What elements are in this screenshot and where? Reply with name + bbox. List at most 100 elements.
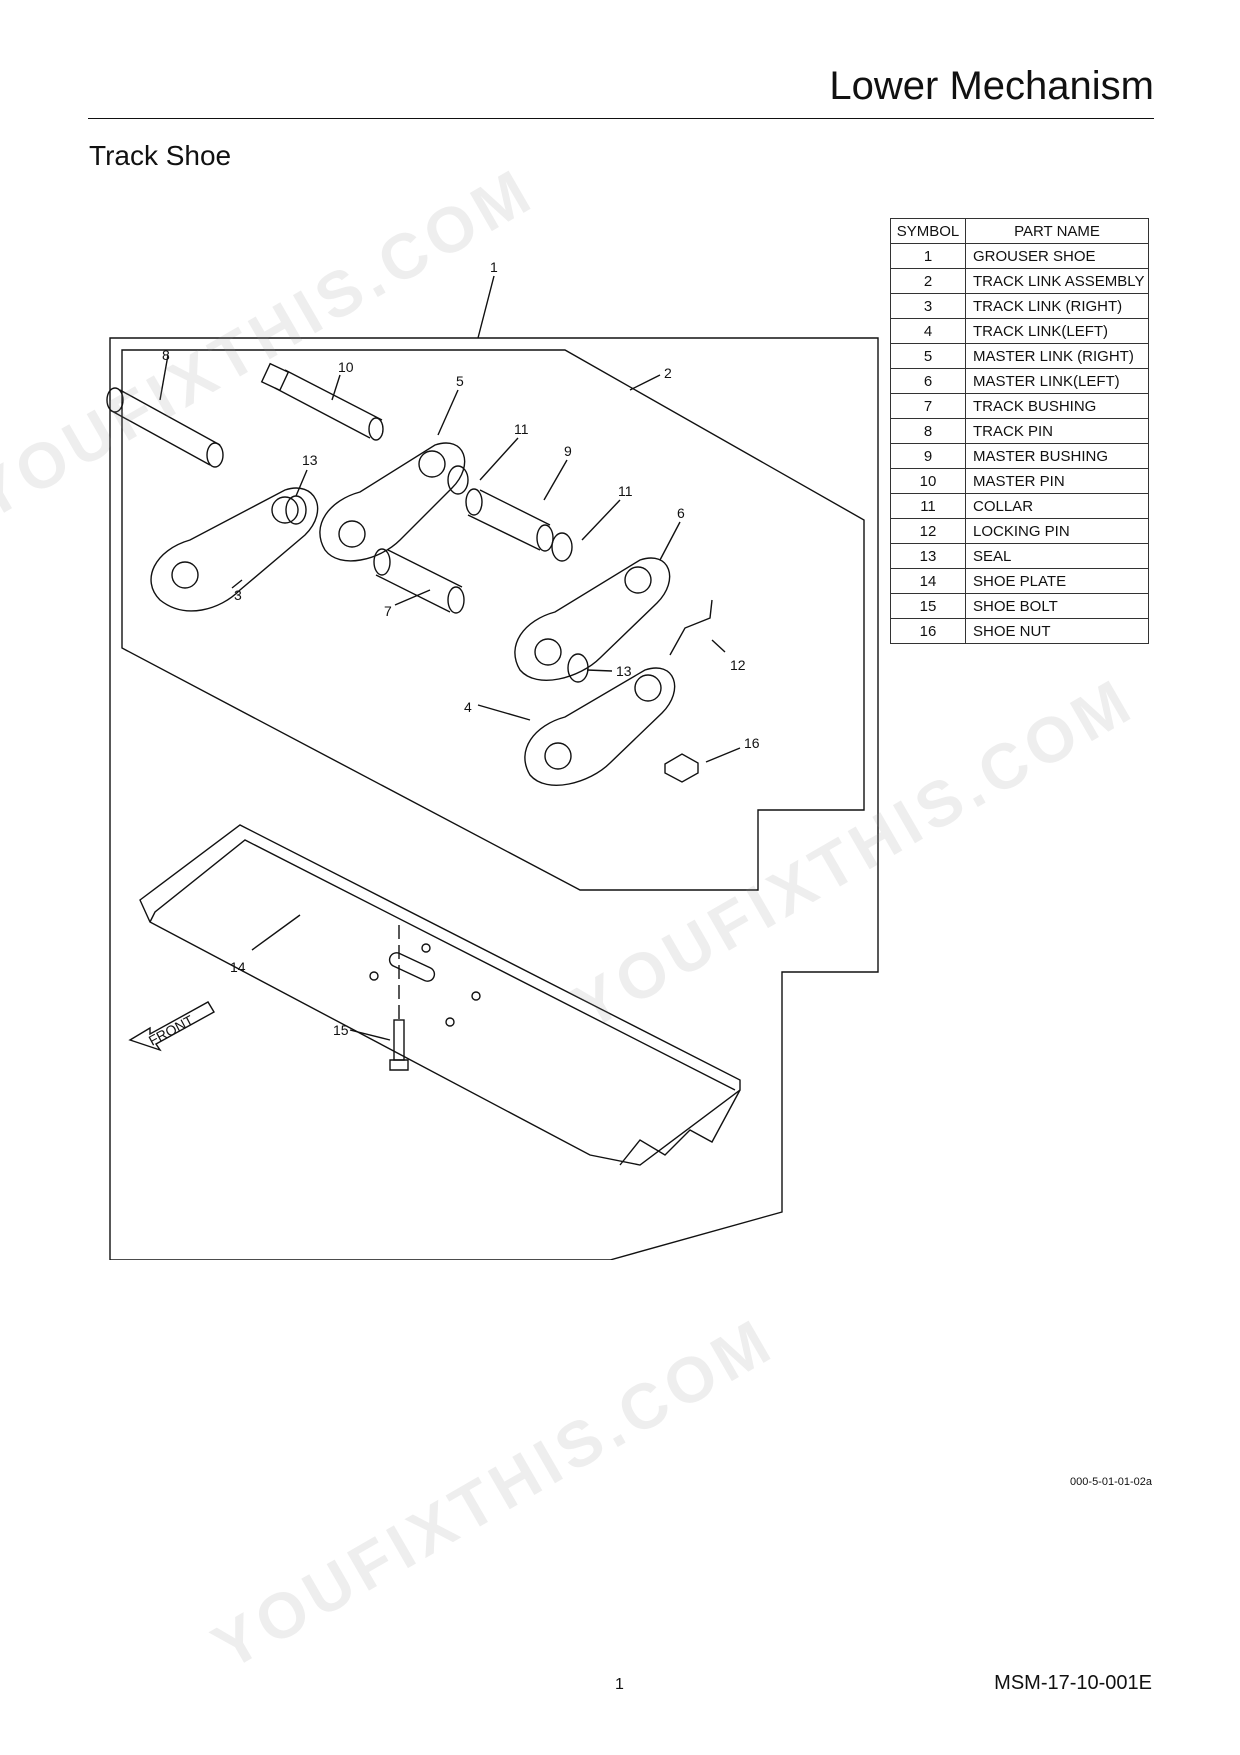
track-link-assembly-frame bbox=[121, 349, 865, 891]
page-title: Lower Mechanism bbox=[829, 64, 1154, 108]
locking-pin bbox=[669, 599, 713, 656]
shoe-plate-slot bbox=[388, 952, 436, 982]
symbol-header: SYMBOL bbox=[890, 218, 966, 244]
parts-table-header-row: SYMBOL PART NAME bbox=[890, 218, 1149, 244]
part-name: SHOE NUT bbox=[965, 618, 1149, 644]
part-name: LOCKING PIN bbox=[965, 518, 1149, 544]
seal bbox=[567, 653, 589, 683]
part-name: TRACK PIN bbox=[965, 418, 1149, 444]
part-name-header: PART NAME bbox=[965, 218, 1149, 244]
part-symbol: 10 bbox=[890, 468, 966, 494]
front-arrow-icon bbox=[128, 1001, 215, 1052]
part-symbol: 13 bbox=[890, 543, 966, 569]
part-symbol: 16 bbox=[890, 618, 966, 644]
callout-13a: 13 bbox=[302, 452, 318, 468]
track-bushing bbox=[375, 549, 463, 613]
figure-code: 000-5-01-01-02a bbox=[1070, 1476, 1152, 1488]
watermark: YOUFIXTHIS.COM bbox=[200, 1303, 787, 1684]
track-link-left bbox=[524, 667, 676, 786]
grouser-shoe-frame bbox=[109, 337, 879, 1260]
part-name: TRACK LINK (RIGHT) bbox=[965, 293, 1149, 319]
part-name: TRACK BUSHING bbox=[965, 393, 1149, 419]
callout-13b: 13 bbox=[616, 663, 632, 679]
callout-6: 6 bbox=[677, 505, 685, 521]
part-symbol: 3 bbox=[890, 293, 966, 319]
callout-10: 10 bbox=[338, 359, 354, 375]
part-symbol: 1 bbox=[890, 243, 966, 269]
callout-4: 4 bbox=[464, 699, 472, 715]
page-header: Lower Mechanism bbox=[88, 58, 1154, 119]
callout-5: 5 bbox=[456, 373, 464, 389]
shoe-nut bbox=[664, 753, 699, 783]
part-symbol: 7 bbox=[890, 393, 966, 419]
part-symbol: 12 bbox=[890, 518, 966, 544]
shoe-grousers bbox=[619, 1089, 741, 1166]
part-name: GROUSER SHOE bbox=[965, 243, 1149, 269]
collar bbox=[551, 532, 573, 562]
master-link-left bbox=[514, 557, 671, 681]
part-symbol: 11 bbox=[890, 493, 966, 519]
part-symbol: 15 bbox=[890, 593, 966, 619]
callout-11b: 11 bbox=[618, 483, 633, 499]
shoe-plate-hole bbox=[369, 971, 379, 981]
master-pin bbox=[274, 369, 383, 439]
shoe-plate-hole bbox=[421, 943, 431, 953]
part-name: SHOE PLATE bbox=[965, 568, 1149, 594]
seal bbox=[285, 495, 307, 525]
part-symbol: 9 bbox=[890, 443, 966, 469]
callout-1: 1 bbox=[490, 260, 498, 275]
part-name: TRACK LINK ASSEMBLY bbox=[965, 268, 1149, 294]
part-symbol: 6 bbox=[890, 368, 966, 394]
callout-16: 16 bbox=[744, 735, 760, 751]
shoe-plate bbox=[139, 824, 741, 1166]
part-name: MASTER PIN bbox=[965, 468, 1149, 494]
part-name: SEAL bbox=[965, 543, 1149, 569]
track-link-right bbox=[150, 487, 319, 612]
callout-12: 12 bbox=[730, 657, 746, 673]
part-symbol: 4 bbox=[890, 318, 966, 344]
callout-2: 2 bbox=[664, 365, 672, 381]
callout-3: 3 bbox=[234, 587, 242, 603]
part-name: TRACK LINK(LEFT) bbox=[965, 318, 1149, 344]
callout-9: 9 bbox=[564, 443, 572, 459]
part-name: MASTER BUSHING bbox=[965, 443, 1149, 469]
callout-14: 14 bbox=[230, 959, 246, 975]
master-bushing bbox=[467, 489, 551, 551]
shoe-plate-hole bbox=[471, 991, 481, 1001]
part-name: SHOE BOLT bbox=[965, 593, 1149, 619]
part-name: MASTER LINK (RIGHT) bbox=[965, 343, 1149, 369]
part-symbol: 8 bbox=[890, 418, 966, 444]
part-symbol: 5 bbox=[890, 343, 966, 369]
section-title: Track Shoe bbox=[89, 140, 232, 171]
shoe-plate-edge bbox=[149, 839, 736, 1091]
callout-8: 8 bbox=[162, 347, 170, 363]
callout-7: 7 bbox=[384, 603, 392, 619]
part-symbol: 14 bbox=[890, 568, 966, 594]
front-label: FRONT bbox=[146, 1012, 196, 1049]
track-shoe-exploded-diagram: FRONT 1 2 8 10 5 13 11 9 11 6 3 7 13 12 … bbox=[106, 260, 879, 1260]
callout-11a: 11 bbox=[514, 421, 529, 437]
shoe-plate-hole bbox=[445, 1017, 455, 1027]
document-code: MSM-17-10-001E bbox=[994, 1672, 1152, 1694]
master-link-right bbox=[319, 442, 466, 562]
part-name: COLLAR bbox=[965, 493, 1149, 519]
part-symbol: 2 bbox=[890, 268, 966, 294]
track-pin bbox=[109, 389, 221, 466]
